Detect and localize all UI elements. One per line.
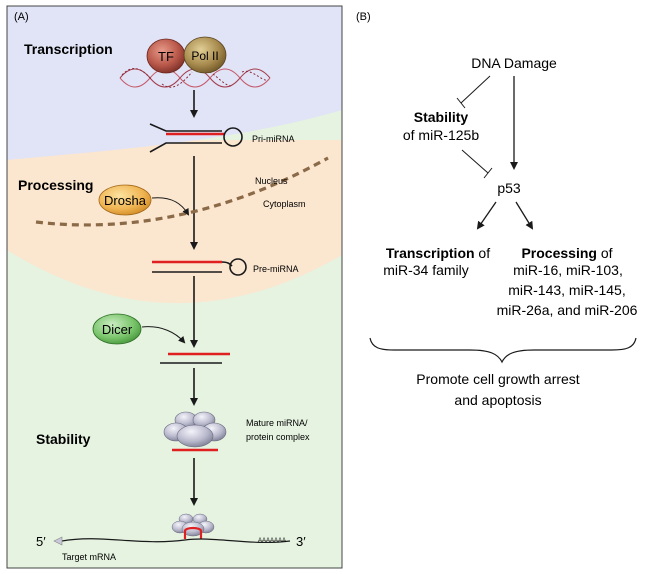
- stage-transcription-label: Transcription: [24, 41, 113, 57]
- transcription-of-label: of: [475, 245, 491, 261]
- three-prime-label: 3′: [296, 534, 306, 549]
- mature-complex-label-2: protein complex: [246, 432, 310, 442]
- inhibit-p53-arrow: [461, 149, 493, 179]
- p53-to-processing-arrow: [515, 201, 534, 230]
- pri-mirna-label: Pri-miRNA: [252, 134, 295, 144]
- pre-mirna: [152, 258, 247, 276]
- nuclear-membrane: [35, 156, 329, 227]
- five-prime-label: 5′: [36, 534, 46, 549]
- stability-bold-label: Stability: [414, 109, 469, 125]
- tf-label: TF: [158, 49, 174, 64]
- cytoplasm-label: Cytoplasm: [263, 199, 306, 209]
- processing-targets-line-4: miR-26a, and miR-206: [497, 302, 638, 318]
- processing-targets-line-3: miR-143, miR-145,: [508, 282, 625, 298]
- inhibit-stability-arrow: [456, 75, 491, 109]
- dna-damage-label: DNA Damage: [471, 55, 557, 71]
- mrna-cap-icon: [53, 536, 63, 546]
- drosha-protein: Drosha: [98, 184, 152, 216]
- stage-processing-label: Processing: [18, 177, 93, 193]
- poly-a-tail-label: AAAAAAA: [258, 538, 286, 544]
- processing-bold-label: Processing: [521, 245, 596, 261]
- pri-mirna: [149, 123, 243, 153]
- p53-to-transcription-arrow: [476, 201, 497, 230]
- processing-of-label: of: [597, 245, 613, 261]
- panel-a-border: [6, 5, 343, 569]
- pol-ii-label: Pol II: [191, 49, 218, 63]
- outcome-line-1: Promote cell growth arrest: [416, 371, 580, 387]
- mature-complex-label-1: Mature miRNA/: [246, 418, 308, 428]
- transcription-target-label: miR-34 family: [383, 262, 469, 278]
- processing-heading: Processing of: [521, 245, 612, 261]
- dicer-label: Dicer: [102, 322, 133, 337]
- dicer-protein: Dicer: [92, 313, 142, 345]
- drosha-label: Drosha: [104, 193, 147, 208]
- target-mrna-strand: [61, 538, 291, 544]
- panel-a-label: (A): [14, 11, 29, 23]
- pre-mirna-label: Pre-miRNA: [253, 264, 299, 274]
- panel-a-backgrounds: [7, 6, 342, 568]
- processing-region-background: [7, 140, 342, 304]
- transcription-heading: Transcription of: [386, 245, 490, 261]
- p53-label: p53: [497, 180, 521, 196]
- drosha-action-arrow: [151, 197, 190, 216]
- panel-b-label: (B): [356, 11, 371, 23]
- dicer-action-arrow: [141, 326, 186, 344]
- tf-protein: TF: [146, 38, 186, 74]
- grouping-brace: [369, 337, 637, 364]
- processing-targets-line-2: miR-16, miR-103,: [513, 262, 623, 278]
- target-mrna-label: Target mRNA: [62, 552, 116, 562]
- transcription-bold-label: Transcription: [386, 245, 475, 261]
- mirna-duplex: [160, 352, 230, 364]
- risc-complex: [163, 411, 227, 448]
- stability-target-label: of miR-125b: [403, 127, 479, 143]
- mirna-target-binding: [183, 526, 203, 539]
- pol-ii-protein: Pol II: [183, 36, 227, 74]
- bound-risc-complex: [171, 513, 215, 537]
- stage-stability-label: Stability: [36, 431, 91, 447]
- nucleus-label: Nucleus: [255, 176, 288, 186]
- outcome-line-2: and apoptosis: [454, 392, 541, 408]
